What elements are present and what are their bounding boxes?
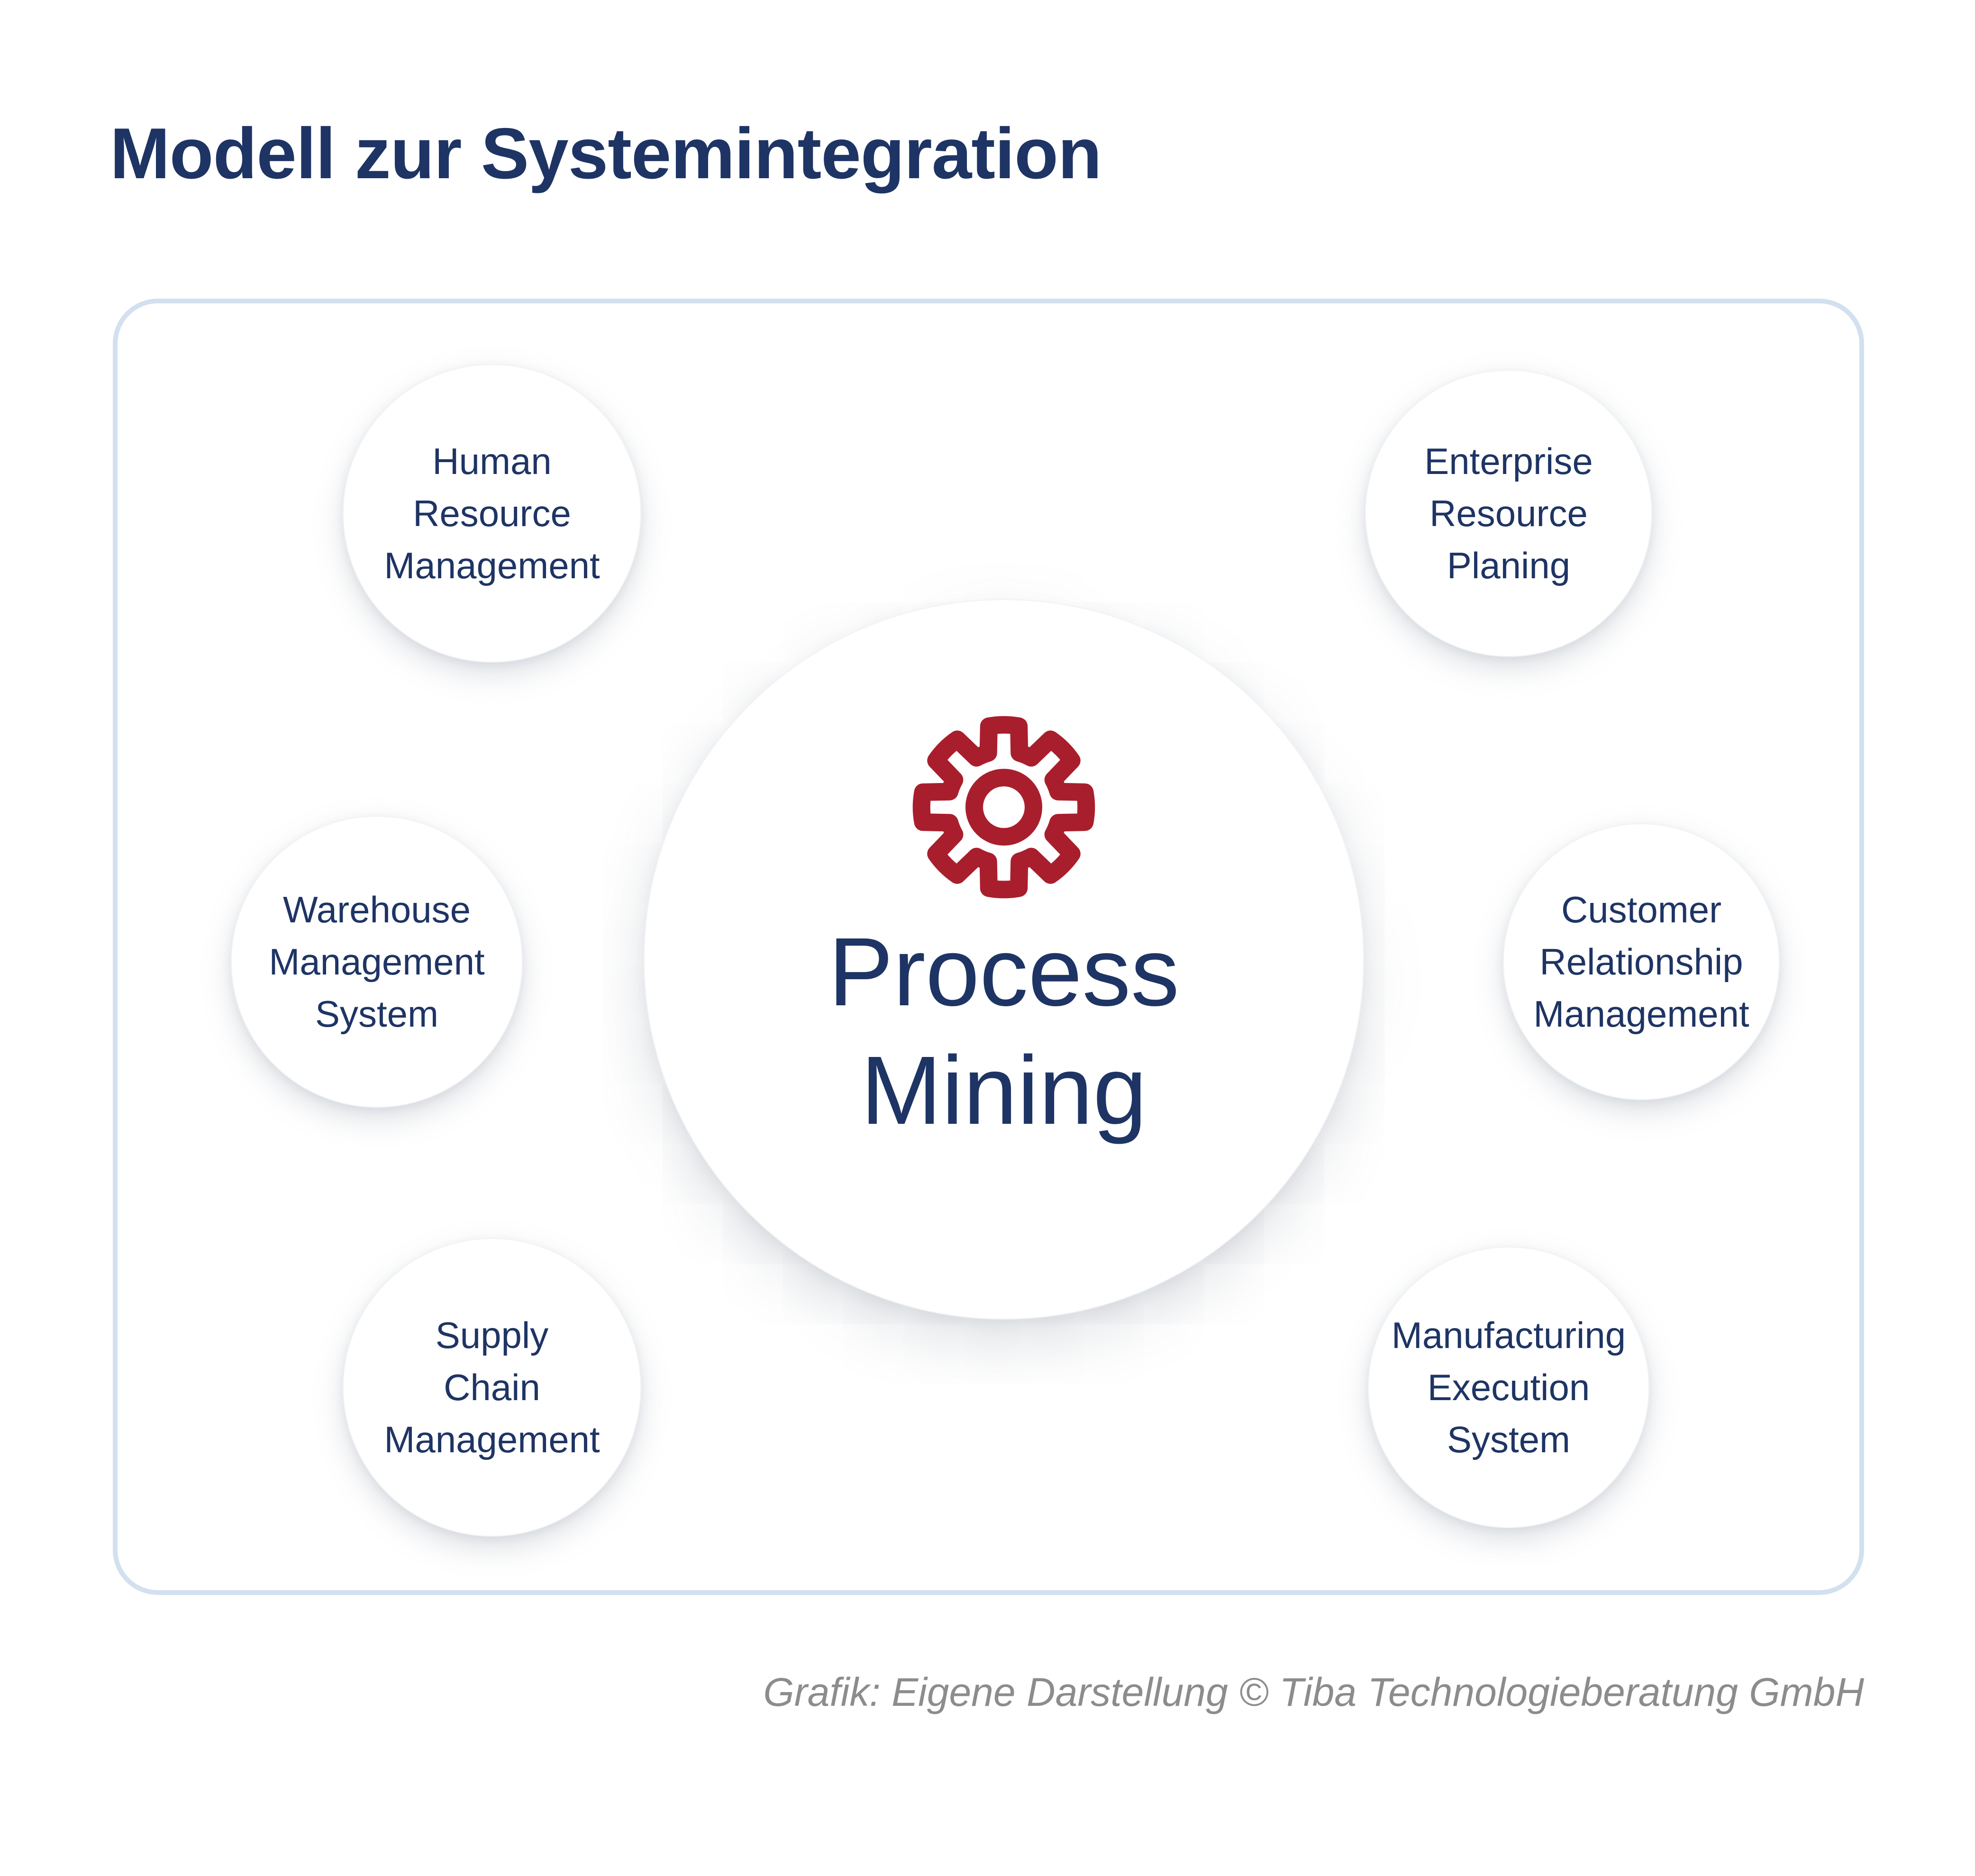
circle-label-line: Supply	[435, 1314, 549, 1356]
circle-label-line: Planing	[1447, 545, 1571, 586]
circle-label-line: Enterprise	[1424, 440, 1593, 482]
center-label: Process Mining	[828, 913, 1180, 1150]
center-label-line: Process	[828, 918, 1180, 1026]
circle-label-line: Customer	[1561, 889, 1722, 930]
circle-label-line: Management	[1533, 993, 1749, 1035]
circle-label-line: Management	[384, 1419, 600, 1460]
satellite-circle-enterprise-resource-planing: Enterprise Resource Planing	[1365, 370, 1652, 657]
circle-label-line: Human	[432, 440, 552, 482]
page-title: Modell zur Systemintegration	[110, 113, 1102, 194]
circle-label-line: Management	[269, 941, 485, 983]
circle-label-line: Management	[384, 545, 600, 586]
circle-label-line: Relationship	[1539, 941, 1743, 983]
center-circle: Process Mining	[644, 599, 1364, 1320]
circle-label-line: Resource	[413, 492, 571, 534]
circle-label-line: Manufacturing	[1391, 1314, 1626, 1356]
center-label-line: Mining	[861, 1036, 1147, 1145]
circle-label-line: System	[315, 993, 439, 1035]
satellite-circle-human-resource-management: Human Resource Management	[343, 364, 641, 663]
circle-label-line: Warehouse	[283, 889, 471, 930]
circle-label-line: Resource	[1429, 492, 1588, 534]
satellite-circle-customer-relationship-management: Customer Relationship Management	[1503, 823, 1780, 1100]
satellite-circle-supply-chain-management: Supply Chain Management	[343, 1238, 641, 1537]
circle-label-line: Execution	[1427, 1366, 1590, 1408]
circle-label-line: System	[1447, 1419, 1571, 1460]
gear-icon	[912, 716, 1095, 899]
satellite-circle-manufacturing-execution-system: Manufacturing Execution System	[1368, 1247, 1649, 1528]
diagram-panel: Human Resource Management Enterprise Res…	[113, 299, 1864, 1595]
circle-label-line: Chain	[444, 1366, 540, 1408]
caption: Grafik: Eigene Darstellung © Tiba Techno…	[763, 1670, 1864, 1714]
satellite-circle-warehouse-management-system: Warehouse Management System	[231, 816, 523, 1108]
